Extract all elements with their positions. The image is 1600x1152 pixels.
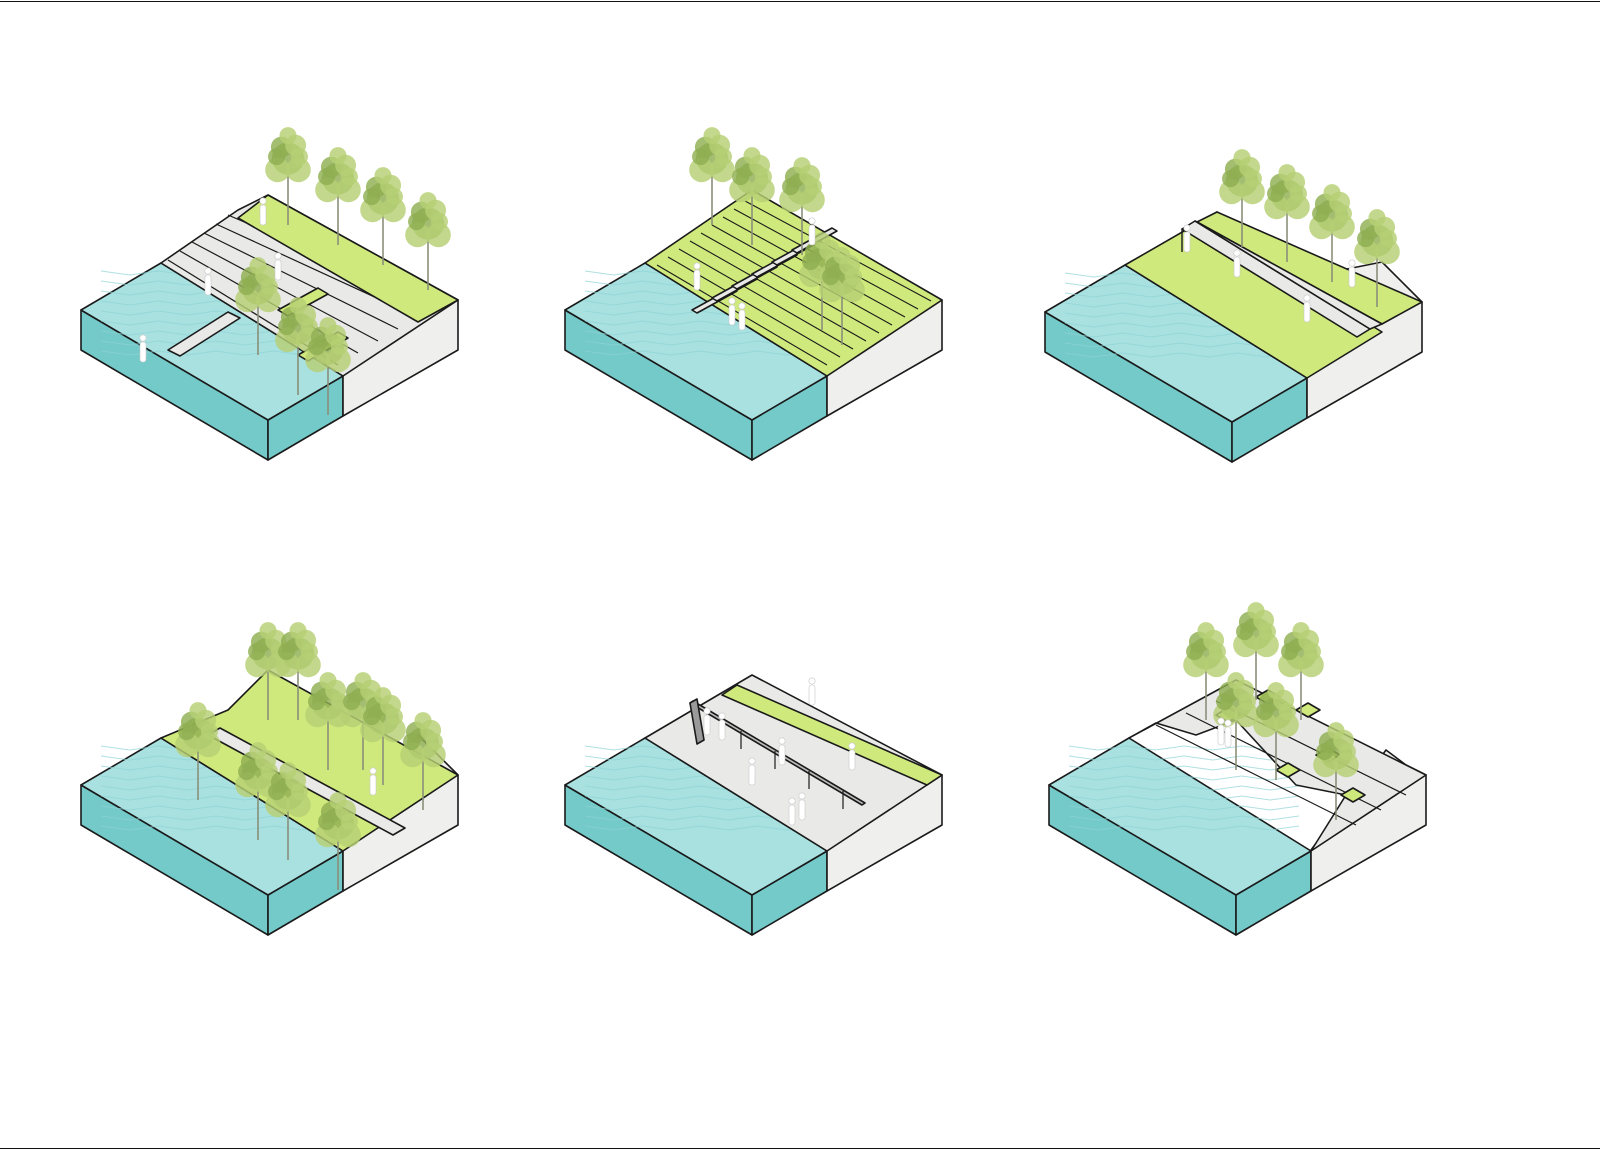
tree-icon <box>1354 209 1400 307</box>
tree-icon <box>360 167 406 265</box>
person-icon <box>778 737 786 766</box>
tree-icon <box>265 762 311 860</box>
tree-icon <box>235 742 281 840</box>
person-icon <box>1233 249 1241 278</box>
tree-icon <box>1183 622 1229 720</box>
frame-bottom-line <box>0 1148 1600 1149</box>
person-icon <box>718 712 726 741</box>
person-icon <box>808 217 816 246</box>
person-icon <box>274 252 282 281</box>
tree-icon <box>360 687 406 785</box>
tree-icon <box>400 712 446 810</box>
person-icon <box>738 302 746 331</box>
land-surface <box>644 189 943 377</box>
tree-planter <box>1340 787 1366 803</box>
person-icon <box>139 334 147 363</box>
terrace-step-edge <box>191 241 379 342</box>
seating-step-edge <box>689 240 867 342</box>
diagram-stepped-plaza-with-planters <box>1048 602 1427 936</box>
person-icon <box>693 262 701 291</box>
seating-step-edge <box>678 248 854 350</box>
tree-icon <box>305 317 351 415</box>
person-icon <box>1183 224 1191 253</box>
person-icon <box>848 742 856 771</box>
tree-icon <box>1233 602 1279 700</box>
tree-icon <box>175 702 221 800</box>
seating-step-edge <box>700 232 880 334</box>
tree-icon <box>265 127 311 225</box>
canopy-end-panel <box>689 698 705 745</box>
tree-icon <box>1219 149 1265 247</box>
tree-icon <box>729 147 775 245</box>
person-icon <box>748 757 756 786</box>
grass-top-strip <box>237 194 459 323</box>
tree-icon <box>405 192 451 290</box>
tree-icon <box>235 257 281 355</box>
diagram-promenade-with-canopy <box>564 674 943 936</box>
person-icon <box>259 197 267 226</box>
diagram-terraced-steps-with-pier <box>80 127 459 461</box>
diagram-wooded-grass-embankment <box>80 622 459 936</box>
frame-top-line <box>0 1 1600 2</box>
person-icon <box>369 767 377 796</box>
tree-icon <box>315 147 361 245</box>
tree-icon <box>1313 722 1359 820</box>
tree-icon <box>1213 672 1259 770</box>
tree-planter <box>1295 702 1321 718</box>
person-icon <box>703 707 711 736</box>
diagram-green-stepped-seating <box>564 127 943 461</box>
tree-icon <box>1253 682 1299 780</box>
person-icon <box>788 797 796 826</box>
diagram-grass-slope-with-wall <box>1044 149 1423 463</box>
terrace-step-edge <box>203 232 399 330</box>
person-icon <box>204 267 212 296</box>
tree-icon <box>819 247 865 345</box>
person-icon <box>728 297 736 326</box>
pier-deck <box>167 311 241 357</box>
tree-icon <box>1278 622 1324 720</box>
tree-planter <box>1275 762 1301 778</box>
person-icon <box>1224 719 1232 748</box>
plaza-step-edge <box>1155 724 1357 826</box>
tree-icon <box>1309 184 1355 282</box>
person-icon <box>798 792 806 821</box>
tree-icon <box>305 672 351 770</box>
tree-icon <box>1264 164 1310 262</box>
upper-grass-strip <box>721 684 943 786</box>
person-icon <box>1348 259 1356 288</box>
tree-icon <box>315 792 361 890</box>
person-icon <box>1303 294 1311 323</box>
tree-icon <box>779 157 825 255</box>
tree-icon <box>275 622 321 720</box>
tree-icon <box>275 297 321 395</box>
tree-icon <box>689 127 735 225</box>
person-icon <box>1217 717 1225 746</box>
upper-path <box>1194 220 1383 330</box>
person-icon <box>808 677 816 706</box>
